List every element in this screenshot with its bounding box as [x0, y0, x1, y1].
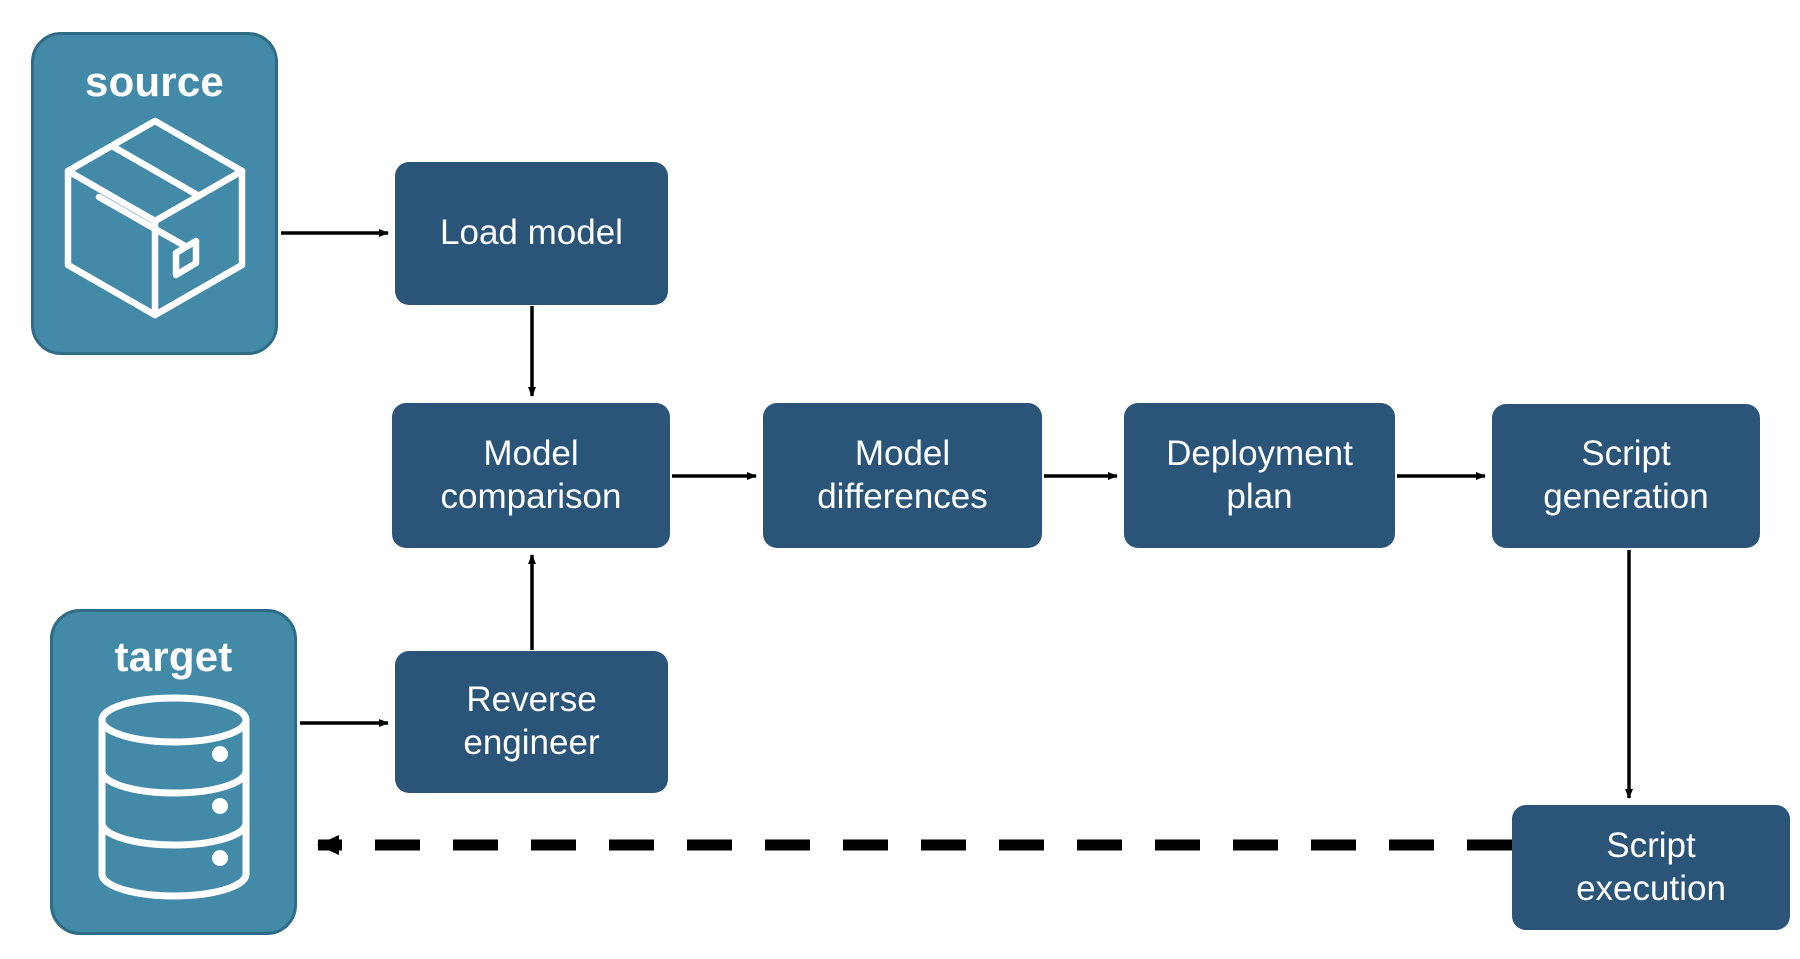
source-label: source — [85, 58, 224, 105]
target-label: target — [114, 633, 233, 680]
process-box-load-model[interactable]: Load model — [395, 162, 668, 305]
process-box-model-differences[interactable]: Model differences — [763, 403, 1042, 548]
package-box-icon — [64, 117, 245, 319]
endpoint-card-source[interactable]: source — [31, 32, 278, 355]
endpoint-card-target[interactable]: target — [50, 609, 297, 935]
process-box-deployment-plan[interactable]: Deployment plan — [1124, 403, 1395, 548]
process-box-script-execution[interactable]: Script execution — [1512, 805, 1790, 930]
process-box-reverse-engineer[interactable]: Reverse engineer — [395, 651, 668, 793]
process-box-model-comparison[interactable]: Model comparison — [392, 403, 670, 548]
process-box-script-generation[interactable]: Script generation — [1492, 404, 1760, 548]
database-cylinder-icon — [98, 694, 249, 900]
